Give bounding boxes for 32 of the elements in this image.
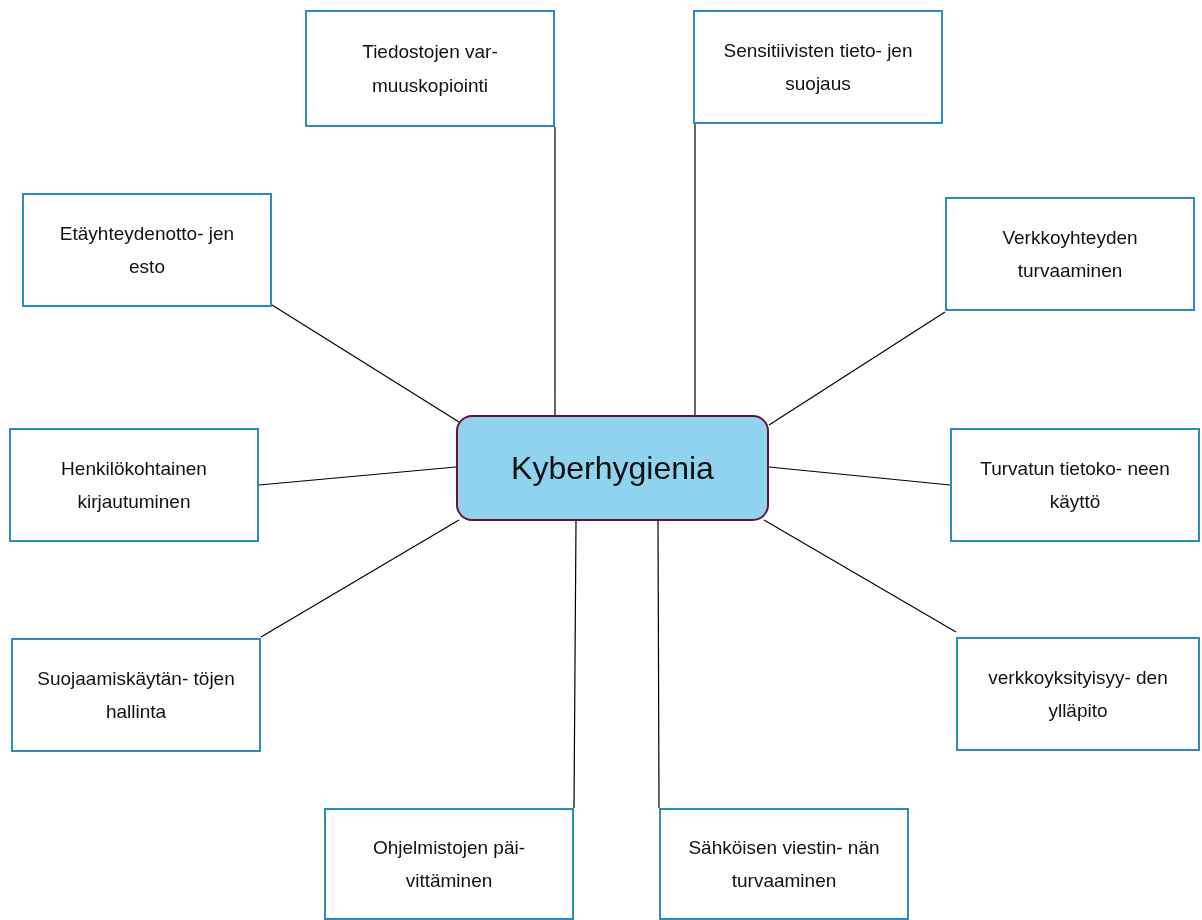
topic-box xyxy=(659,808,909,920)
topic-box xyxy=(9,428,259,542)
topic-label: verkkoyksityisyy- den ylläpito xyxy=(987,665,1169,723)
connector-line xyxy=(768,466,951,486)
topic-label: Turvatun tietoko- neen käyttö xyxy=(979,456,1171,514)
topic-label: Tiedostojen var- muuskopiointi xyxy=(361,40,499,98)
topic-box xyxy=(950,428,1200,542)
topic-label: Verkkoyhteyden turvaaminen xyxy=(1001,225,1139,283)
connector-line xyxy=(258,466,457,486)
connector-line xyxy=(554,126,556,416)
topic-box xyxy=(324,808,574,920)
topic-label: Henkilökohtainen kirjautuminen xyxy=(60,456,208,514)
topic-box xyxy=(305,10,555,127)
topic-label: Sensitiivisten tieto- jen suojaus xyxy=(722,38,914,96)
connector-line xyxy=(763,519,957,633)
topic-label: Suojaamiskäytän- töjen hallinta xyxy=(36,666,236,724)
topic-box xyxy=(945,197,1195,311)
topic-label: Sähköisen viestin- nän turvaaminen xyxy=(687,835,881,893)
connector-line xyxy=(694,123,696,416)
central-topic-label: Kyberhygienia xyxy=(511,448,714,488)
topic-box xyxy=(956,637,1200,751)
topic-box xyxy=(22,193,272,307)
connector-line xyxy=(271,304,460,423)
connector-line xyxy=(573,520,577,809)
central-topic-box xyxy=(456,415,769,521)
connector-line xyxy=(768,311,946,426)
connector-line xyxy=(260,519,460,638)
connector-line xyxy=(657,520,660,809)
topic-box xyxy=(11,638,261,752)
topic-box xyxy=(693,10,943,124)
topic-label: Etäyhteydenotto- jen esto xyxy=(58,221,236,279)
topic-label: Ohjelmistojen päi- vittäminen xyxy=(371,835,527,893)
